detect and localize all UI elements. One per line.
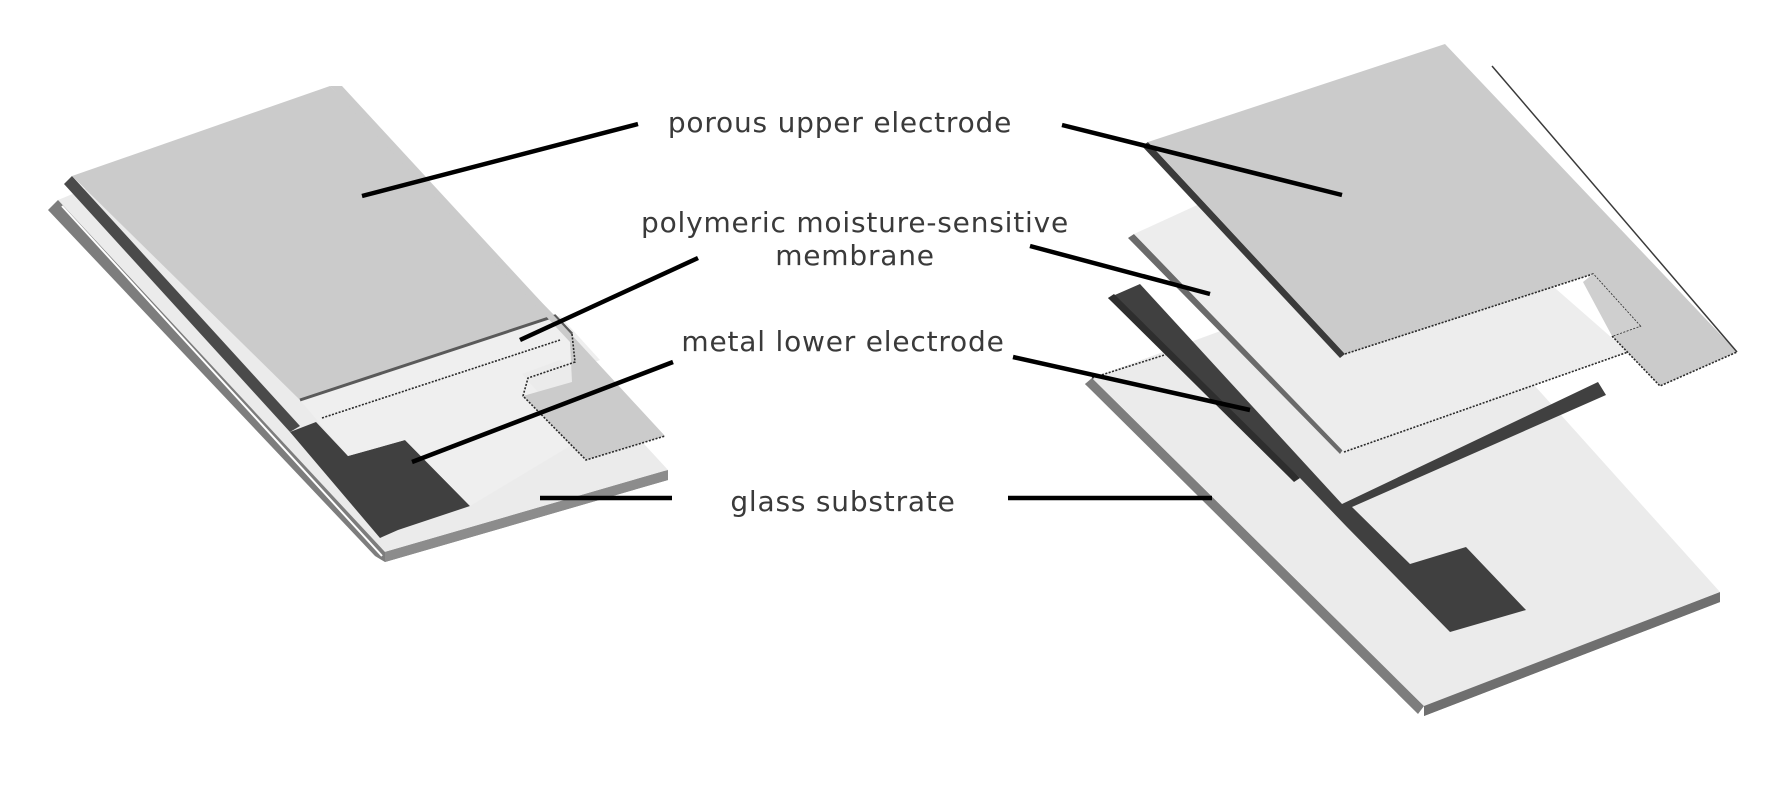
label-upper-electrode: porous upper electrode: [668, 106, 1012, 139]
exploded-upper-electrode-right-edge: [1491, 65, 1738, 353]
exploded-upper-electrode-tab-inner: [1583, 274, 1640, 336]
assembled-membrane-edge: [64, 176, 300, 432]
leader-upper-electrode-right: [1061, 122, 1343, 198]
exploded-upper-electrode-left-edge: [1142, 142, 1345, 358]
exploded-upper-electrode: [1142, 44, 1738, 387]
labels: porous upper electrode polymeric moistur…: [641, 106, 1069, 518]
label-membrane-line1: polymeric moisture-sensitive: [641, 206, 1069, 239]
assembled-substrate-highlight: [61, 205, 383, 557]
assembled-upper-electrode-tab: [330, 86, 665, 460]
exploded-membrane-front-edge: [1343, 351, 1629, 453]
leader-lower-electrode-right: [1012, 354, 1251, 413]
leader-membrane-right: [1029, 243, 1211, 297]
label-substrate: glass substrate: [730, 485, 955, 518]
exploded-lower-electrode-left-edge: [1108, 294, 1300, 482]
assembled-substrate-right-edge: [385, 470, 668, 562]
assembled-membrane-top: [300, 316, 600, 506]
assembled-upper-electrode-edge: [299, 314, 574, 402]
label-membrane-line2: membrane: [775, 239, 935, 272]
exploded-lower-electrode-body: [1108, 284, 1606, 632]
assembled-sensor: [48, 86, 668, 562]
exploded-substrate-top-edge: [1091, 349, 1181, 379]
exploded-lower-electrode: [1108, 284, 1606, 632]
exploded-substrate-front-edge: [1424, 592, 1720, 716]
label-lower-electrode: metal lower electrode: [681, 325, 1004, 358]
exploded-substrate-left-edge: [1085, 378, 1424, 714]
assembled-upper-electrode: [72, 86, 555, 400]
leader-lower-electrode-left: [411, 359, 674, 465]
exploded-upper-electrode-top: [1148, 44, 1737, 386]
exploded-membrane-left-edge: [1128, 234, 1344, 454]
assembled-tab-edge: [522, 333, 666, 461]
leader-membrane-left: [519, 255, 699, 343]
exploded-sensor: [1085, 44, 1738, 716]
assembled-lower-electrode: [290, 422, 470, 538]
exploded-upper-electrode-front-edge: [1344, 273, 1738, 387]
leader-upper-electrode-left: [361, 121, 639, 199]
leader-lines: [361, 121, 1343, 501]
